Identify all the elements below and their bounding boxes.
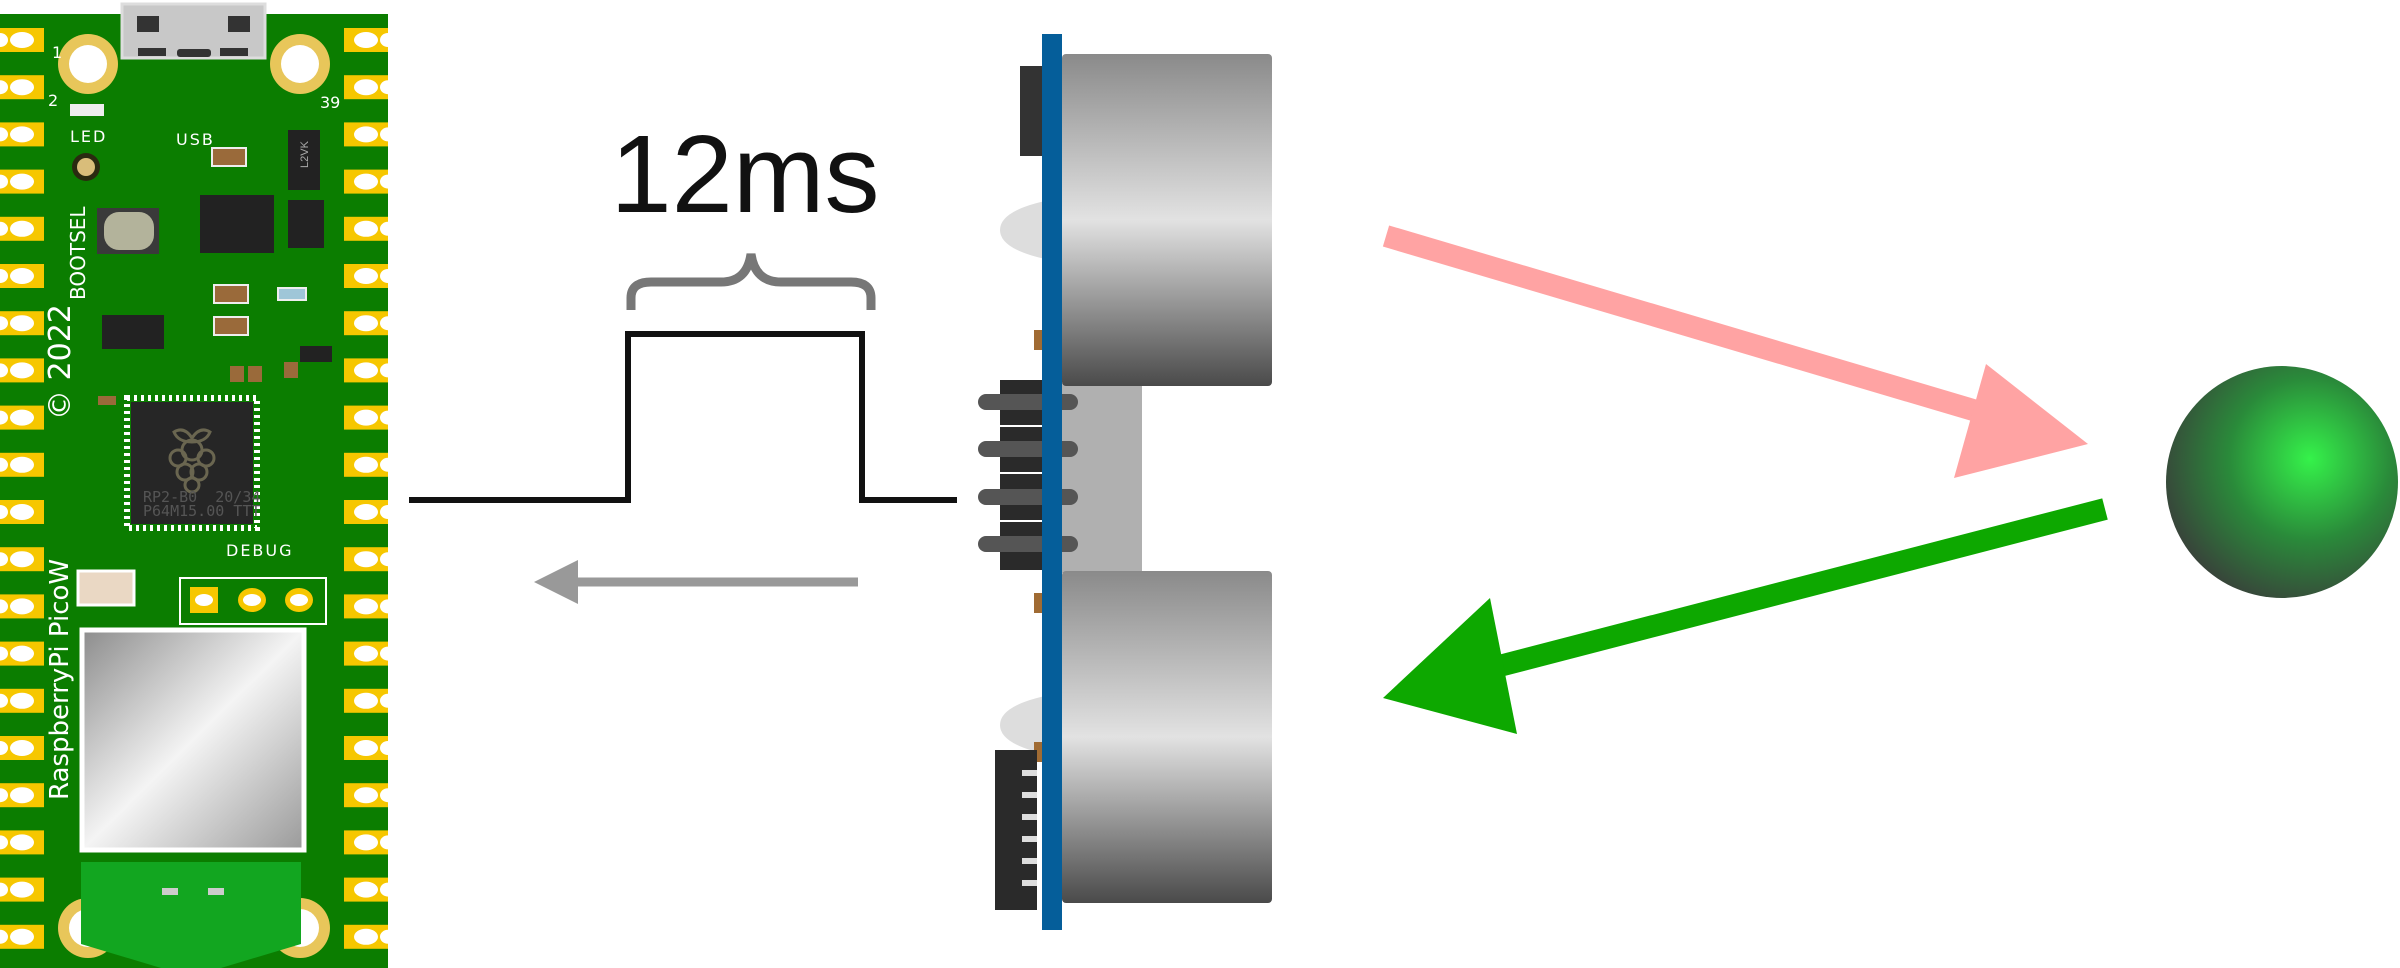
- pin-pad: [344, 830, 396, 855]
- wifi-shield: [79, 627, 307, 853]
- duration-brace: [626, 253, 876, 310]
- pin-pad: [0, 452, 44, 477]
- pin-pad: [0, 264, 44, 288]
- trigger-pulse: [409, 331, 957, 503]
- left-pin-header: [0, 28, 44, 949]
- echo-wave-arrow: [1383, 498, 2108, 734]
- pin-pad: [344, 405, 396, 430]
- chip-marking-line2: P64M15.00 TTT: [143, 502, 260, 520]
- pin-pad: [0, 924, 44, 949]
- pin-pad: [344, 641, 396, 666]
- pin-2-label: 2: [48, 91, 58, 110]
- pin-pad: [0, 877, 44, 902]
- pin-pad: [0, 75, 44, 100]
- side-connector: [995, 750, 1037, 910]
- pin-pad: [344, 28, 396, 52]
- diode: [288, 130, 320, 190]
- transmitter-transducer: [1062, 54, 1272, 386]
- right-pin-header: [344, 28, 396, 949]
- usb-connector: [120, 2, 267, 60]
- pin-pad: [344, 122, 396, 147]
- antenna-connector: [76, 569, 136, 607]
- raspberry-pi-pico-w: 1 2 39 LED USB BOOTSEL L2VK: [0, 2, 396, 968]
- bootsel-label: BOOTSEL: [66, 206, 90, 300]
- pin-pad: [344, 736, 396, 760]
- diode-marking: L2VK: [299, 140, 311, 168]
- antenna-area: [81, 862, 301, 968]
- pin-pad: [344, 264, 396, 288]
- pin-39-label: 39: [320, 93, 340, 112]
- pin-pad: [0, 169, 44, 194]
- pin-pad: [344, 924, 396, 949]
- pin-pad: [0, 736, 44, 760]
- target-object: [2166, 366, 2398, 598]
- receiver-transducer: [1062, 571, 1272, 903]
- usb-label: USB: [176, 130, 215, 149]
- outgoing-wave-arrow: [1382, 225, 2088, 478]
- pin-pad: [0, 688, 44, 713]
- regulator: [288, 200, 324, 248]
- transducer-pin-top: [1000, 200, 1050, 260]
- pin-pad: [344, 500, 396, 524]
- pin-pad: [344, 169, 396, 194]
- rp2040-chip: RP2-B0 20/34 P64M15.00 TTT: [124, 395, 260, 531]
- pin-pad: [344, 547, 396, 572]
- copyright-label: © 2022: [43, 304, 78, 420]
- pin-pad: [344, 216, 396, 241]
- pin-pad: [344, 783, 396, 808]
- pulse-duration-label: 12ms: [611, 113, 880, 236]
- pin-pad: [0, 641, 44, 666]
- pin-pad: [0, 830, 44, 855]
- ultrasonic-sensor: [978, 34, 1272, 930]
- pin-pad: [0, 783, 44, 808]
- pin-pad: [0, 122, 44, 147]
- pin-pad: [344, 311, 396, 336]
- pin-pad: [344, 452, 396, 477]
- transducer-pin-bottom: [1000, 695, 1050, 755]
- pin-pad: [344, 75, 396, 100]
- pin-pad: [344, 688, 396, 713]
- pin-pad: [344, 877, 396, 902]
- pin-pad: [0, 358, 44, 383]
- pin-pad: [0, 547, 44, 572]
- pin-pad: [344, 358, 396, 383]
- pin-1-label: 1: [52, 43, 62, 62]
- signal-direction-arrow: [534, 560, 858, 604]
- pin-pad: [0, 216, 44, 241]
- led-label: LED: [70, 127, 107, 146]
- raspberry-logo-icon: [168, 428, 216, 494]
- pin-pad: [0, 311, 44, 336]
- bootsel-button[interactable]: [97, 208, 159, 254]
- led-indicator: [70, 104, 104, 116]
- pin-pad: [0, 28, 44, 52]
- debug-header: [179, 577, 327, 625]
- chip-marking-line1: RP2-B0 20/34: [143, 488, 260, 506]
- pin-pad: [0, 405, 44, 430]
- capacitor: [211, 147, 247, 167]
- sensor-pcb: [1042, 34, 1062, 930]
- psram-chip: [102, 315, 164, 349]
- pin-pad: [344, 594, 396, 619]
- debug-label: DEBUG: [226, 541, 294, 560]
- flash-chip: [200, 195, 274, 253]
- pin-pad: [0, 500, 44, 524]
- pin-pad: [0, 594, 44, 619]
- board-name: RaspberryPi PicoW: [45, 559, 75, 800]
